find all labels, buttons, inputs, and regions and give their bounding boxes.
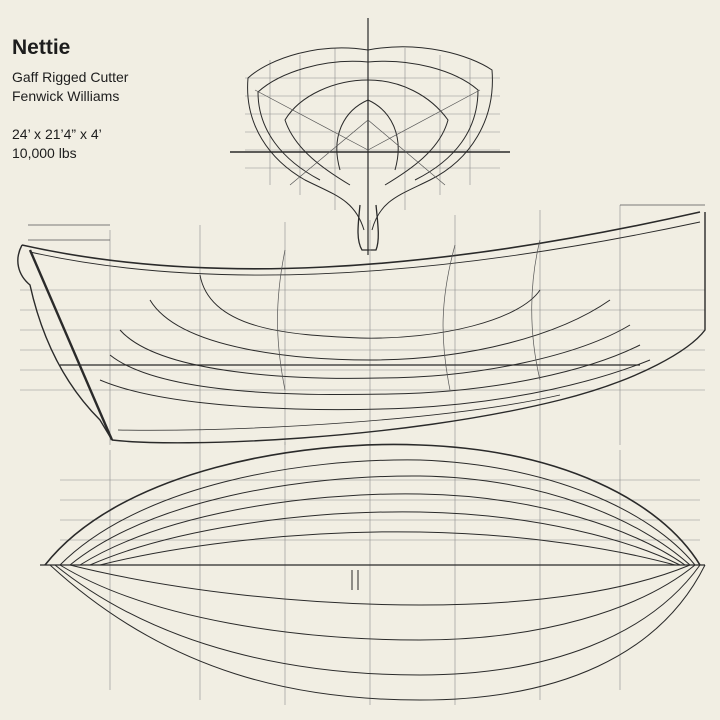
profile-station-grid [20,205,705,445]
dimensions: 24’ x 21’4” x 4’ [12,126,102,142]
body-plan-grid [245,48,500,210]
half-breadth-grid [60,440,700,705]
half-breadth-plan [40,440,706,705]
body-plan-keel [357,204,379,251]
displacement: 10,000 lbs [12,145,77,161]
stem [17,244,113,441]
deck-line [44,443,701,566]
rig-type: Gaff Rigged Cutter [12,69,129,85]
designer-name: Fenwick Williams [12,88,120,104]
sheer-line [21,211,701,270]
body-plan [230,18,510,255]
keel-profile [111,212,706,444]
boat-name: Nettie [12,36,71,59]
profile-plan [17,204,706,445]
title-block: Nettie Gaff Rigged Cutter Fenwick Willia… [12,36,128,163]
